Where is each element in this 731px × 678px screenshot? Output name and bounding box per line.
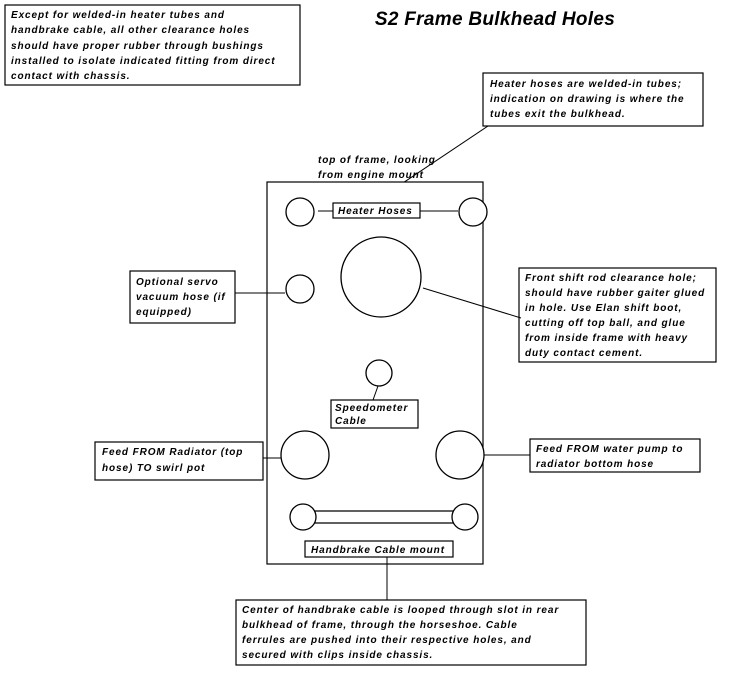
diagram-title: S2 Frame Bulkhead Holes [375, 9, 615, 30]
handbrake-horseshoe [289, 503, 479, 531]
note-line: secured with clips inside chassis. [242, 650, 433, 661]
note-line: Feed FROM water pump to [536, 444, 683, 455]
leader-line [372, 385, 379, 401]
note-line: Cable [335, 416, 367, 427]
heater-label: Heater Hoses [338, 206, 413, 217]
servo-hole [285, 274, 315, 304]
leader-line [422, 287, 522, 319]
handbrake-note-box: Center of handbrake cable is looped thro… [235, 599, 587, 666]
pump-note-box: Feed FROM water pump to radiator bottom … [529, 438, 701, 473]
speedo-hole [365, 359, 393, 387]
note-line: tubes exit the bulkhead. [490, 109, 626, 120]
note-line: radiator bottom hose [536, 459, 654, 470]
view-label: top of frame, looking [318, 155, 436, 166]
handbrake-label: Handbrake Cable mount [311, 545, 445, 556]
heater-note-box: Heater hoses are welded-in tubes; indica… [482, 72, 704, 127]
note-line: contact with chassis. [11, 71, 131, 82]
note-line: duty contact cement. [525, 348, 643, 359]
radiator-note-box: Feed FROM Radiator (top hose) TO swirl p… [94, 441, 264, 481]
note-line: installed to isolate indicated fitting f… [11, 56, 275, 67]
shift-rod-hole [340, 236, 422, 318]
note-line: bulkhead of frame, through the horseshoe… [242, 620, 518, 631]
note-line: indication on drawing is where the [490, 94, 685, 105]
note-line: should have rubber gaiter glued [525, 288, 705, 299]
note-line: in hole. Use Elan shift boot, [525, 303, 682, 314]
note-line: hose) TO swirl pot [102, 463, 205, 474]
note-line: Speedometer [335, 403, 408, 414]
note-line: Center of handbrake cable is looped thro… [242, 605, 559, 616]
note-line: Heater hoses are welded-in tubes; [490, 79, 682, 90]
note-line: should have proper rubber through bushin… [11, 41, 264, 52]
note-line: cutting off top ball, and glue [525, 318, 686, 329]
note-line: vacuum hose (if [136, 292, 226, 303]
radiator-hole [280, 430, 330, 480]
heater-hole-right [458, 197, 488, 227]
view-label: from engine mount [318, 170, 424, 181]
shift-note-box: Front shift rod clearance hole; should h… [518, 267, 717, 363]
note-line: equipped) [136, 307, 192, 318]
note-line: handbrake cable, all other clearance hol… [11, 25, 250, 36]
heater-hole-left [285, 197, 315, 227]
handbrake-label-box: Handbrake Cable mount [304, 540, 454, 558]
note-line: from inside frame with heavy [525, 333, 688, 344]
general-note-box: Except for welded-in heater tubes and ha… [4, 4, 301, 86]
note-line: Front shift rod clearance hole; [525, 273, 697, 284]
heater-label-box: Heater Hoses [332, 202, 421, 219]
speedo-label-box: Speedometer Cable [330, 399, 419, 429]
note-line: ferrules are pushed into their respectiv… [242, 635, 532, 646]
servo-note-box: Optional servo vacuum hose (if equipped) [129, 270, 236, 324]
note-line: Optional servo [136, 277, 219, 288]
note-line: Except for welded-in heater tubes and [11, 10, 225, 21]
note-line: Feed FROM Radiator (top [102, 447, 243, 458]
pump-hole [435, 430, 485, 480]
